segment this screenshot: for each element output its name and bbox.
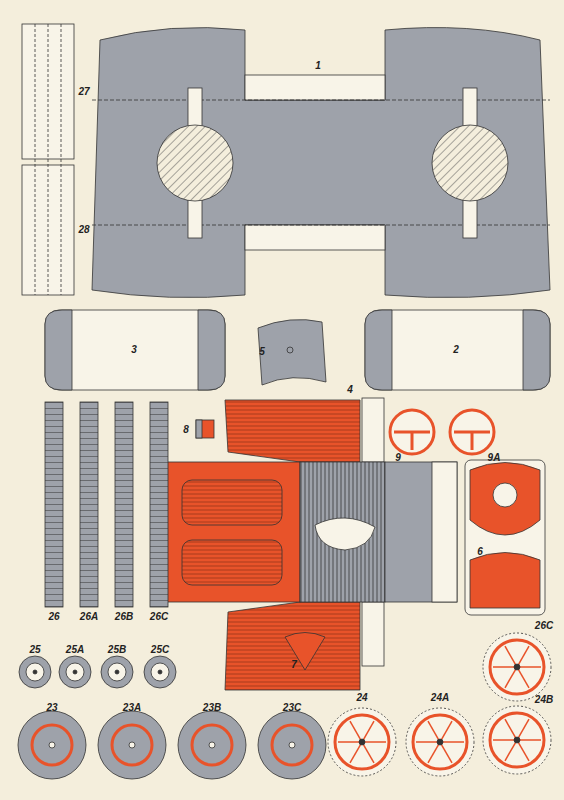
- part-1-floor: [92, 28, 550, 298]
- part-number: 7: [291, 660, 297, 670]
- part-number: 5: [259, 347, 265, 357]
- part-number: 1: [315, 61, 321, 71]
- part-number: 26C: [150, 612, 168, 622]
- strips-27-28: [22, 24, 74, 295]
- part-number: 24: [356, 693, 367, 703]
- part-number: 25B: [108, 645, 126, 655]
- part-number: 27: [78, 87, 89, 97]
- part-number: 28: [78, 225, 89, 235]
- part-number: 26B: [115, 612, 133, 622]
- part-number: 25C: [151, 645, 169, 655]
- part-number: 25A: [66, 645, 84, 655]
- part-number: 23A: [123, 703, 141, 713]
- part-number: 26A: [80, 612, 98, 622]
- part-number: 24B: [535, 695, 553, 705]
- part-4-body: [166, 398, 457, 690]
- part-number: 8: [183, 425, 189, 435]
- part-number: 2: [453, 345, 459, 355]
- parts-7-8-9: [196, 410, 494, 670]
- part-number: 4: [347, 385, 353, 395]
- part-number: 23C: [283, 703, 301, 713]
- tread-strips-26: [45, 402, 168, 607]
- part-number: 3: [131, 345, 137, 355]
- part-number: 24A: [431, 693, 449, 703]
- part-number: 26: [48, 612, 59, 622]
- part-number: 26C: [535, 621, 553, 631]
- part-number: 25: [29, 645, 40, 655]
- part-number: 23B: [203, 703, 221, 713]
- part-number: 9A: [488, 453, 501, 463]
- parts-2-3-5: [45, 310, 550, 390]
- part-number: 6: [477, 547, 483, 557]
- wheels: [18, 633, 551, 779]
- part-number: 9: [395, 453, 401, 463]
- part-6: [465, 460, 545, 615]
- part-number: 23: [46, 703, 57, 713]
